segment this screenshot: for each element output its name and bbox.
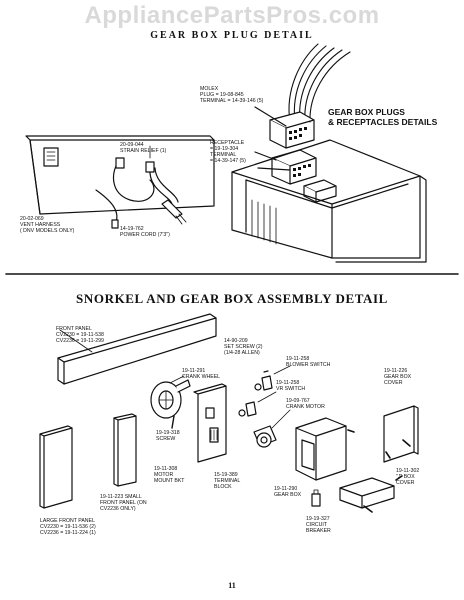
gear-box-cover [383, 405, 419, 463]
power-cord-label: 14-19-762 POWER CORD (7'3") [120, 226, 170, 238]
terminal-block-label: 15-19-389 TERMINAL BLOCK [214, 472, 241, 490]
snorkel-assembly-title: SNORKEL AND GEAR BOX ASSEMBLY DETAIL [76, 291, 388, 306]
harness-inset [25, 135, 215, 229]
set-screw-label: 14-90-209 SET SCREW (2) (1/4-28 ALLEN) [224, 338, 263, 356]
motor-mount-bracket [193, 383, 227, 463]
page-number: 11 [228, 581, 236, 590]
j-box-cover-label: 19-11-302 "J" BOX COVER [396, 468, 420, 486]
gear-box-plugs-heading: GEAR BOX PLUGS & RECEPTACLES DETAILS [328, 107, 438, 127]
gear-box-label: 19-11-290 GEAR BOX [274, 486, 302, 498]
crank-wheel-label: 19-11-291 CRANK WHEEL [182, 368, 221, 380]
screw-label: 19-19-318 SCREW [156, 430, 180, 442]
front-panel [57, 313, 217, 385]
secondary-receptacle [303, 179, 337, 203]
vent-harness-label: 20-02-069 VENT HARNESS ( DNV MODELS ONLY… [20, 216, 75, 234]
receptacle-label: RECEPTACLE = 19-19-304 TERMINAL = 14-39-… [210, 140, 246, 164]
circuit-breaker-label: 19-19-327 CIRCUIT BREAKER [306, 516, 331, 534]
gear-box-plug-detail-title: GEAR BOX PLUG DETAIL [150, 30, 314, 41]
receptacle [271, 149, 317, 185]
crank-motor [253, 425, 277, 448]
front-panel-label: FRONT PANEL CV2230 = 19-11-538 CV2236 = … [56, 326, 104, 344]
vr-switch [238, 401, 257, 417]
j-box-cover [339, 477, 395, 509]
vr-switch-label: 19-11-258 VR SWITCH [276, 380, 306, 392]
watermark: AppliancePartsPros.com [84, 2, 380, 29]
strain-relief-label: 20-09-044 STRAIN RELIEF (1) [120, 142, 167, 154]
blower-switch [254, 370, 273, 391]
motor-mount-label: 19-11-308 MOTOR MOUNT BKT [154, 466, 185, 484]
large-front-panel [39, 425, 73, 509]
crank-wheel [150, 379, 191, 419]
small-front-panel [113, 413, 137, 487]
gear-box [295, 417, 347, 481]
large-front-panel-label: LARGE FRONT PANEL CV2230 = 19-11-536 (2)… [40, 518, 96, 536]
molex-plug-label: MOLEX PLUG = 19-08-845 TERMINAL = 14-39-… [200, 86, 264, 104]
crank-motor-label: 19-09-767 CRANK MOTOR [286, 398, 325, 410]
cabinet [231, 139, 427, 263]
molex-plug [269, 111, 315, 149]
circuit-breaker [311, 489, 321, 507]
blower-switch-label: 19-11-258 BLOWER SWITCH [286, 356, 331, 368]
small-front-panel-label: 19-11-223 SMALL FRONT PANEL (ON CV2236 O… [100, 494, 147, 512]
gear-box-cover-label: 19-11-226 GEAR BOX COVER [384, 368, 412, 386]
